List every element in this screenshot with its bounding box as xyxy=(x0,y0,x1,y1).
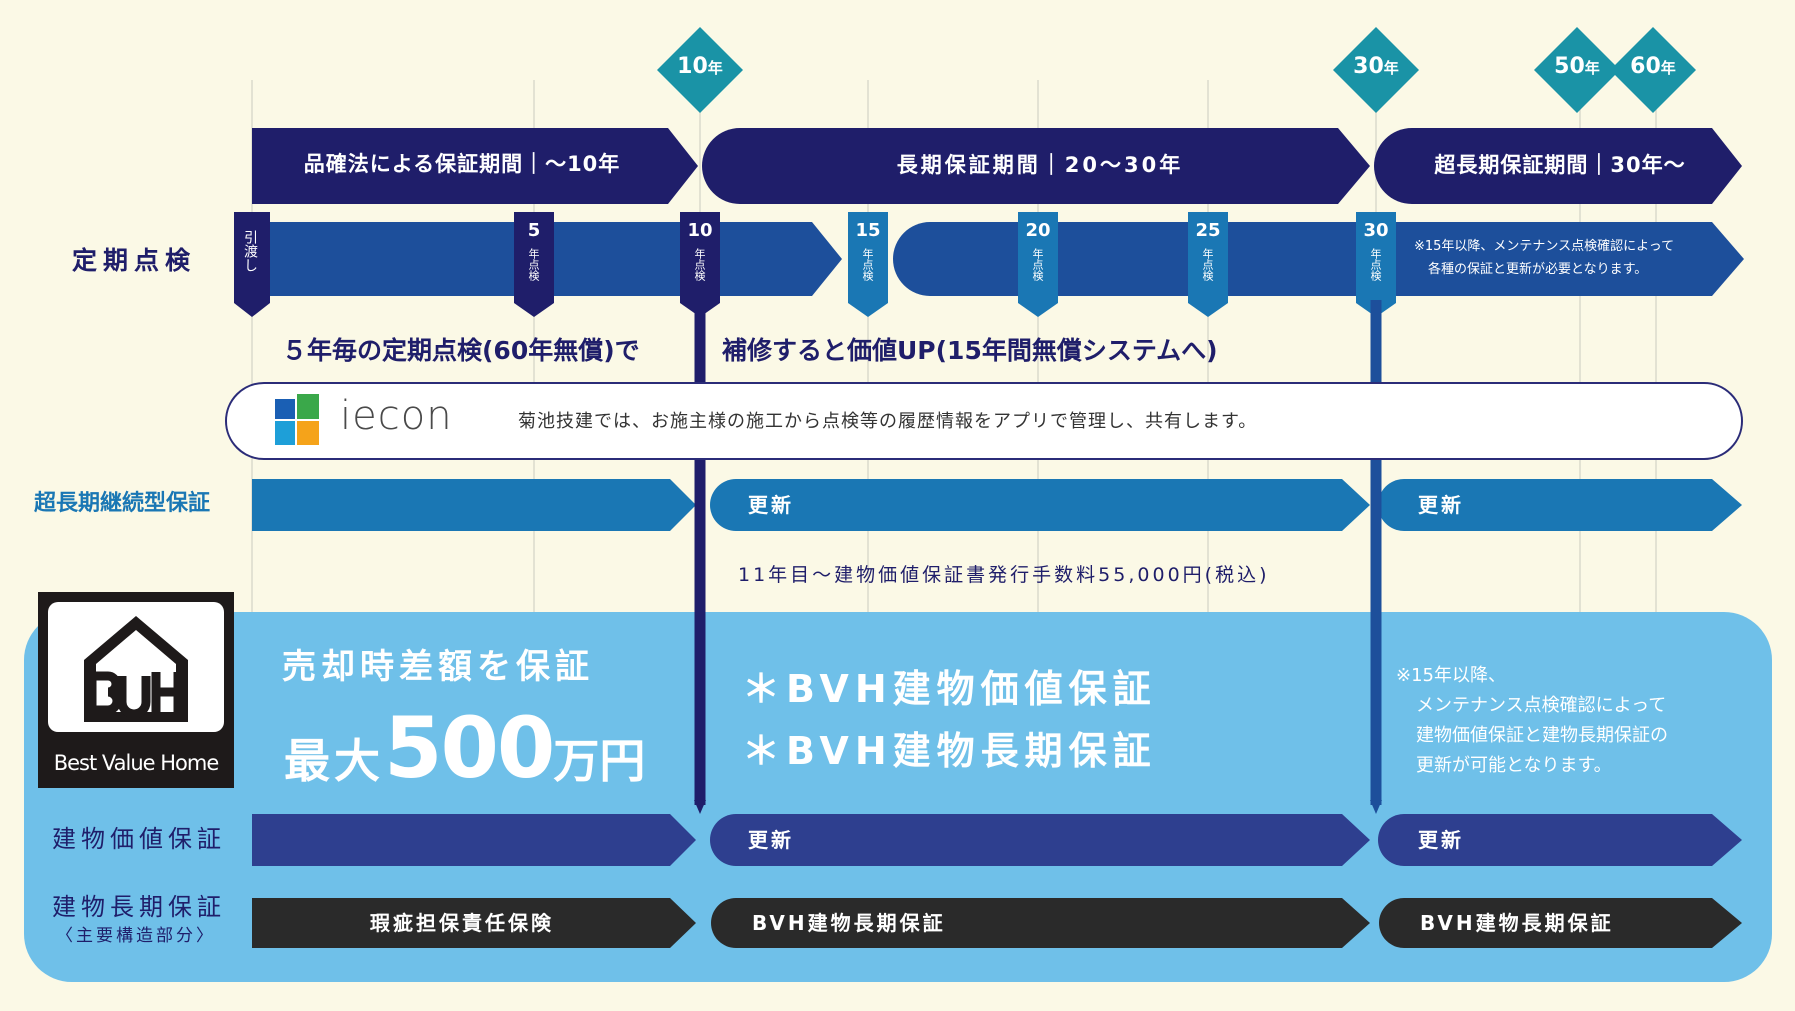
super-long-label: 超長期継続型保証 xyxy=(34,491,211,516)
tab-handover xyxy=(234,212,270,317)
bvh-note-line1: ※15年以降、 xyxy=(1396,665,1506,686)
super-long-bar-3 xyxy=(1378,479,1742,531)
building-value-bar-3 xyxy=(1378,814,1742,866)
milestone-30-diamond xyxy=(1333,27,1419,113)
period-bar-3 xyxy=(1374,128,1742,204)
milestone-30-label: 30年 xyxy=(1353,54,1399,79)
iecon-pill xyxy=(225,382,1743,460)
tab-5 xyxy=(514,212,554,317)
iecon-description: 菊池技建では、お施主様の施工から点検等の履歴情報をアプリで管理し、共有します。 xyxy=(518,411,1258,432)
building-value-renew-2: 更新 xyxy=(1418,828,1464,852)
super-long-bar-2 xyxy=(710,479,1370,531)
issuance-fee-note: 11年目～建物価値保証書発行手数料55,000円(税込) xyxy=(738,564,1270,586)
building-long-label: 建物長期保証 xyxy=(52,893,226,921)
sale-guarantee-amount: 最大500万円 xyxy=(284,706,645,790)
milestone-diamonds xyxy=(657,27,1696,113)
inspection-5-sub: 年点検 xyxy=(527,248,540,281)
inspection-label: 定期点検 xyxy=(72,246,197,275)
inspection-20-sub: 年点検 xyxy=(1031,248,1044,281)
bvh-note-line4: 更新が可能となります。 xyxy=(1416,755,1612,776)
super-long-renew-2: 更新 xyxy=(1418,493,1464,517)
building-value-bar-1 xyxy=(252,814,696,866)
building-value-label: 建物価値保証 xyxy=(52,825,226,853)
inspection-tabs xyxy=(234,212,1396,317)
inspection-bar-2 xyxy=(893,222,1744,296)
tab-20 xyxy=(1018,212,1058,317)
inspection-20-num: 20 xyxy=(1025,220,1051,241)
sale-number: 500 xyxy=(384,699,555,797)
inspection-15-num: 15 xyxy=(855,220,881,241)
value-up-left: ５年毎の定期点検(60年無償)で xyxy=(282,336,640,365)
sale-prefix: 最大 xyxy=(284,734,384,788)
bvh-panel xyxy=(24,612,1772,982)
inspection-30-sub: 年点検 xyxy=(1369,248,1382,281)
bvh-value-guarantee-title: ＊BVH建物価値保証 xyxy=(742,667,1157,711)
building-long-seg-3: BVH建物長期保証 xyxy=(1420,911,1614,935)
building-long-sublabel: 〈主要構造部分〉 xyxy=(56,926,216,946)
tab-25 xyxy=(1188,212,1228,317)
building-value-renew-1: 更新 xyxy=(748,828,794,852)
inspection-note-line2: 各種の保証と更新が必要となります。 xyxy=(1428,262,1648,277)
super-long-bar-1 xyxy=(252,479,696,531)
building-long-seg-1: 瑕疵担保責任保険 xyxy=(370,911,554,935)
tab-10 xyxy=(680,212,720,317)
period-label-1: 品確法による保証期間｜～10年 xyxy=(303,152,621,176)
iecon-logo-icon xyxy=(275,394,319,445)
inspection-15-sub: 年点検 xyxy=(861,248,874,281)
tab-30 xyxy=(1356,212,1396,317)
building-long-bar-3 xyxy=(1379,898,1742,948)
value-up-right: 補修すると価値UP(15年間無償システムへ) xyxy=(722,336,1218,365)
bvh-logo xyxy=(38,592,234,788)
inspection-5-num: 5 xyxy=(527,220,541,241)
milestone-30-line-tip xyxy=(1370,800,1382,814)
milestone-60-diamond xyxy=(1610,27,1696,113)
building-long-bar-2 xyxy=(711,898,1370,948)
sale-guarantee-line1: 売却時差額を保証 xyxy=(282,647,594,687)
inspection-10-sub: 年点検 xyxy=(693,248,706,281)
inspection-note-line1: ※15年以降、メンテナンス点検確認によって xyxy=(1414,239,1675,254)
period-label-2: 長期保証期間｜20～30年 xyxy=(896,153,1184,177)
bvh-note-line3: 建物価値保証と建物長期保証の xyxy=(1416,725,1668,746)
iecon-logo-text: iecon xyxy=(340,393,453,439)
bvh-logo-caption: Best Value Home xyxy=(53,751,220,775)
inspection-25-sub: 年点検 xyxy=(1201,248,1214,281)
building-long-bar-1 xyxy=(252,898,696,948)
tab-15 xyxy=(848,212,888,317)
milestone-50-diamond xyxy=(1534,27,1620,113)
milestone-50-label: 50年 xyxy=(1554,54,1600,79)
bvh-long-guarantee-title: ＊BVH建物長期保証 xyxy=(742,729,1157,773)
super-long-renew-1: 更新 xyxy=(748,493,794,517)
period-label-3: 超長期保証期間｜30年～ xyxy=(1434,153,1686,177)
bvh-note-line2: メンテナンス点検確認によって xyxy=(1416,695,1667,716)
milestone-10-label: 10年 xyxy=(677,54,723,79)
building-long-seg-2: BVH建物長期保証 xyxy=(752,911,946,935)
handover-label: 引渡し xyxy=(242,230,258,272)
building-value-bar-2 xyxy=(710,814,1370,866)
sale-unit: 万円 xyxy=(553,734,646,788)
period-bar-1 xyxy=(252,128,698,204)
inspection-25-num: 25 xyxy=(1195,220,1221,241)
period-bar-2 xyxy=(702,128,1370,204)
inspection-30-num: 30 xyxy=(1363,220,1389,241)
inspection-10-num: 10 xyxy=(687,220,713,241)
milestone-60-label: 60年 xyxy=(1630,54,1676,79)
milestone-10-diamond xyxy=(657,27,743,113)
milestone-10-line-tip xyxy=(694,800,706,814)
